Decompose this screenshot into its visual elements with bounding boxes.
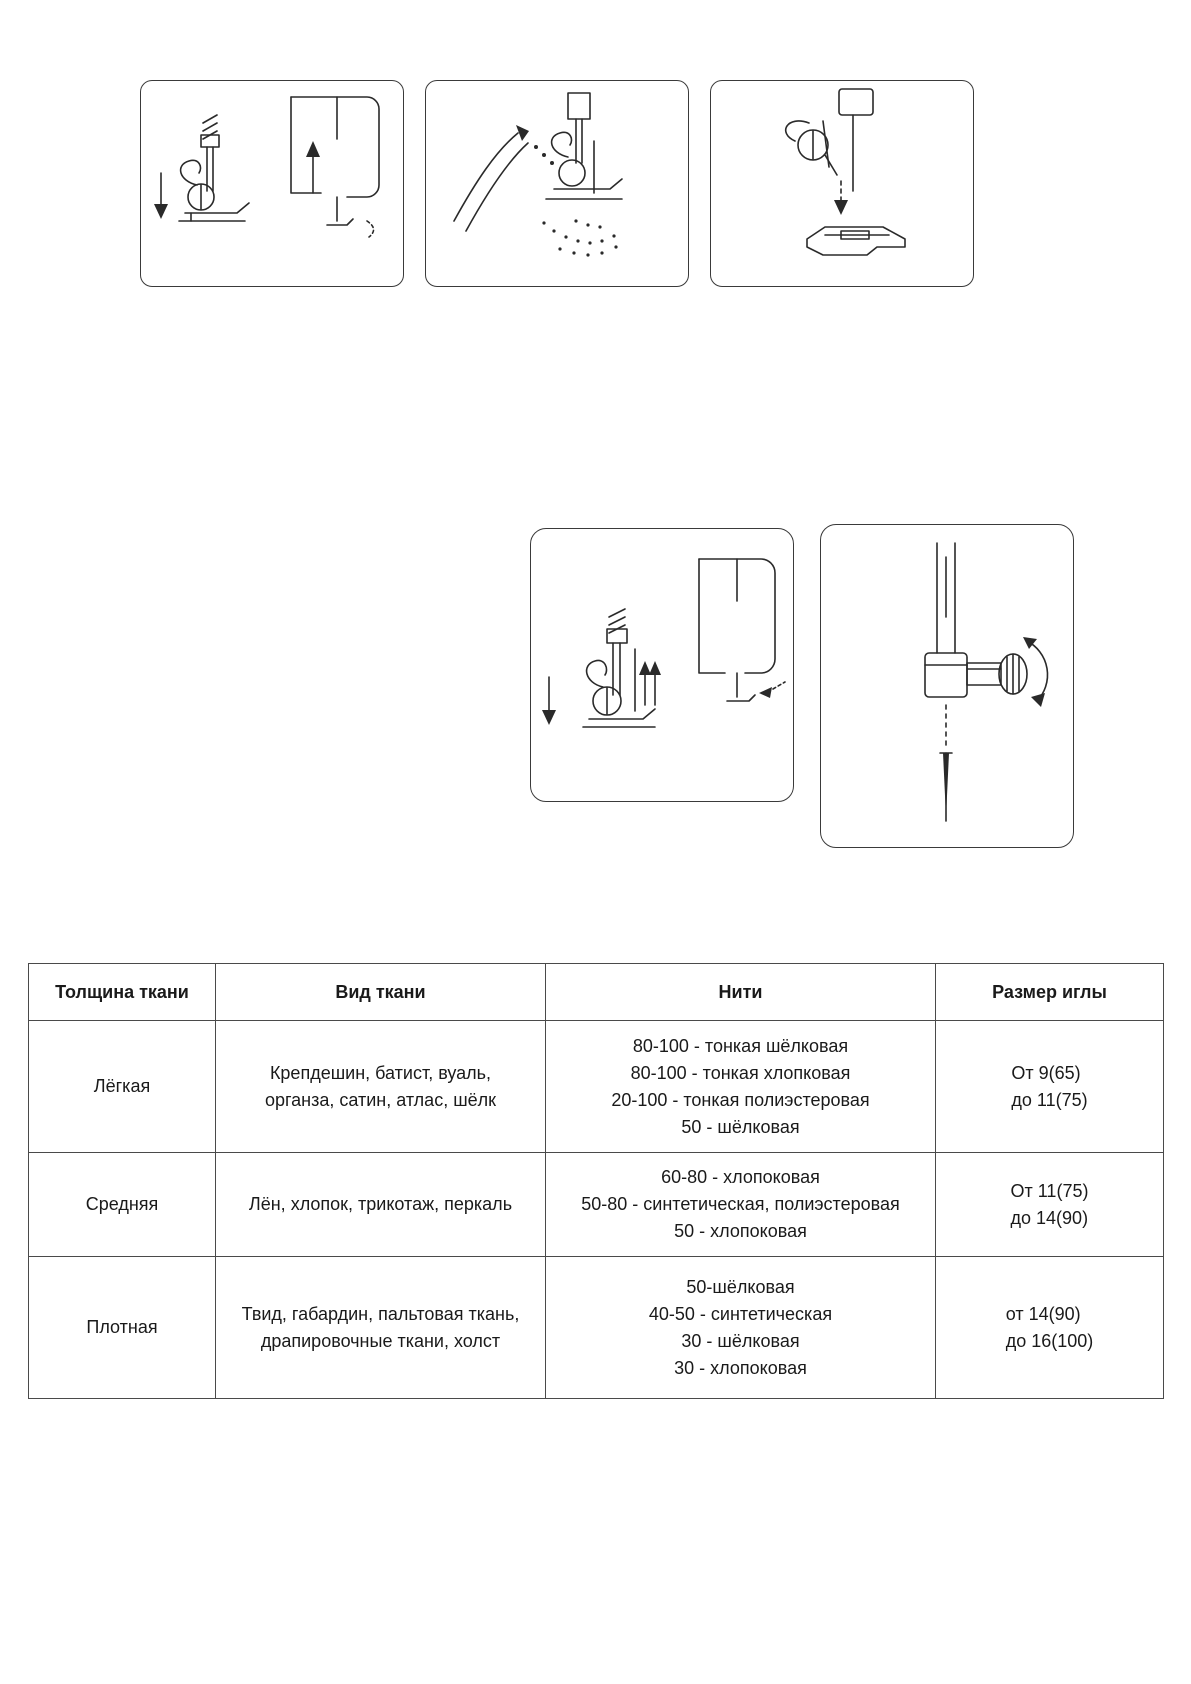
- header-needle-size: Размер иглы: [935, 963, 1164, 1021]
- needle-size-text: От 11(75) до 14(90): [1010, 1180, 1089, 1228]
- table-row: Средняя Лён, хлопок, трикотаж, перкаль 6…: [28, 1152, 1164, 1257]
- cell-threads: 50-шёлковая 40-50 - синтетическая 30 - ш…: [545, 1256, 936, 1399]
- presser-foot-detach-diagram: [784, 88, 906, 256]
- cell-needle-size: от 14(90) до 16(100): [935, 1256, 1164, 1399]
- needle-size-text: От 9(65) до 11(75): [1011, 1062, 1088, 1110]
- cell-threads: 60-80 - хлопоковая 50-80 - синтетическая…: [545, 1152, 936, 1257]
- table-header-row: Толщина ткани Вид ткани Нити Размер иглы: [28, 963, 1164, 1021]
- needle-clamp-screw-diagram: [924, 542, 1049, 822]
- header-threads: Нити: [545, 963, 936, 1021]
- cell-thickness: Лёгкая: [28, 1020, 216, 1153]
- figure-fabric-removal: [425, 80, 689, 287]
- table-row: Лёгкая Крепдешин, батист, вуаль, органза…: [28, 1020, 1164, 1153]
- cell-threads: 80-100 - тонкая шёлковая 80-100 - тонкая…: [545, 1020, 936, 1153]
- cell-fabric: Твид, габардин, пальтовая ткань, драпиро…: [215, 1256, 546, 1399]
- presser-foot-lower-diagram: [542, 558, 786, 728]
- figure-presser-foot-lower: [530, 528, 794, 802]
- header-fabric-type: Вид ткани: [215, 963, 546, 1021]
- cell-fabric: Лён, хлопок, трикотаж, перкаль: [215, 1152, 546, 1257]
- figure-presser-foot-detach: [710, 80, 974, 287]
- cell-thickness: Плотная: [28, 1256, 216, 1399]
- header-fabric-thickness: Толщина ткани: [28, 963, 216, 1021]
- needle-size-text: от 14(90) до 16(100): [1005, 1303, 1094, 1351]
- table-row: Плотная Твид, габардин, пальтовая ткань,…: [28, 1256, 1164, 1399]
- cell-thickness: Средняя: [28, 1152, 216, 1257]
- presser-foot-raise-lower-diagram: [154, 96, 380, 238]
- cell-fabric: Крепдешин, батист, вуаль, органза, сатин…: [215, 1020, 546, 1153]
- figure-needle-clamp-screw: [820, 524, 1074, 848]
- fabric-removal-under-foot-diagram: [453, 92, 623, 257]
- fabric-thread-needle-table: Толщина ткани Вид ткани Нити Размер иглы…: [28, 963, 1164, 1399]
- cell-needle-size: От 11(75) до 14(90): [935, 1152, 1164, 1257]
- cell-needle-size: От 9(65) до 11(75): [935, 1020, 1164, 1153]
- figure-presser-foot-raise-lower: [140, 80, 404, 287]
